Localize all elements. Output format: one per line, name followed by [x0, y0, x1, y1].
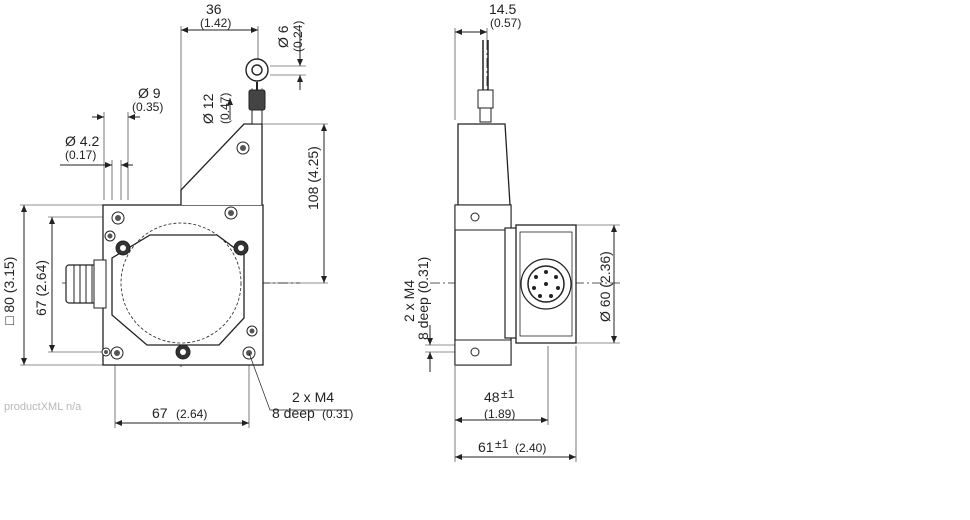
dim-60-label: Ø 60 (2.36) [597, 251, 613, 322]
screw-heads [101, 141, 258, 360]
thread-label: 2 x M4 [292, 389, 334, 405]
connector-pins [532, 270, 560, 298]
drum-cover [111, 234, 245, 346]
dim-14-5-label: 14.5 [489, 1, 516, 17]
dim-108-label: 108 (4.25) [305, 146, 321, 210]
dim-hole9-inch: (0.35) [132, 100, 163, 114]
dim-48-tol: ±1 [501, 387, 515, 401]
side-thread-depth: 8 deep (0.31) [415, 257, 431, 340]
dim-67v-label: 67 (2.64) [33, 260, 49, 316]
side-view [425, 28, 620, 462]
connector-plug [65, 259, 107, 309]
front-view [20, 26, 350, 428]
dim-61-tol: ±1 [495, 437, 509, 451]
cable-clamp [477, 89, 494, 109]
watermark: productXML n/a [4, 401, 82, 413]
side-thread-label: 2 x M4 [401, 280, 417, 322]
thread-leader [248, 352, 350, 411]
dim-ring-label: Ø 6 [275, 25, 291, 48]
dim-hole42-inch: (0.17) [65, 148, 96, 162]
cable-boss [248, 89, 266, 111]
thread-depth-inch: (0.31) [322, 407, 353, 421]
side-arm [457, 123, 511, 206]
dim-boss-inch: (0.47) [218, 93, 232, 124]
dim-36-label: 36 [206, 1, 222, 17]
dim-hole9-label: Ø 9 [138, 85, 161, 101]
dim-67h-inch: (2.64) [176, 407, 207, 421]
dim-80-label: □ 80 (3.15) [1, 257, 17, 325]
dim-36-inch: (1.42) [200, 16, 231, 30]
dim-61-inch: (2.40) [515, 441, 546, 455]
dim-hole42-label: Ø 4.2 [65, 133, 99, 149]
dim-67h-label: 67 [152, 405, 168, 421]
dim-boss-label: Ø 12 [200, 93, 216, 124]
drum-outline [120, 222, 242, 344]
dim-ring-inch: (0.24) [291, 21, 305, 52]
dim-48-label: 48 [484, 389, 500, 405]
dim-14-5-inch: (0.57) [490, 16, 521, 30]
thread-depth-label: 8 deep [272, 405, 315, 421]
dim-61-label: 61 [478, 439, 494, 455]
dim-48-inch: (1.89) [484, 407, 515, 421]
cable-arm [180, 123, 263, 205]
